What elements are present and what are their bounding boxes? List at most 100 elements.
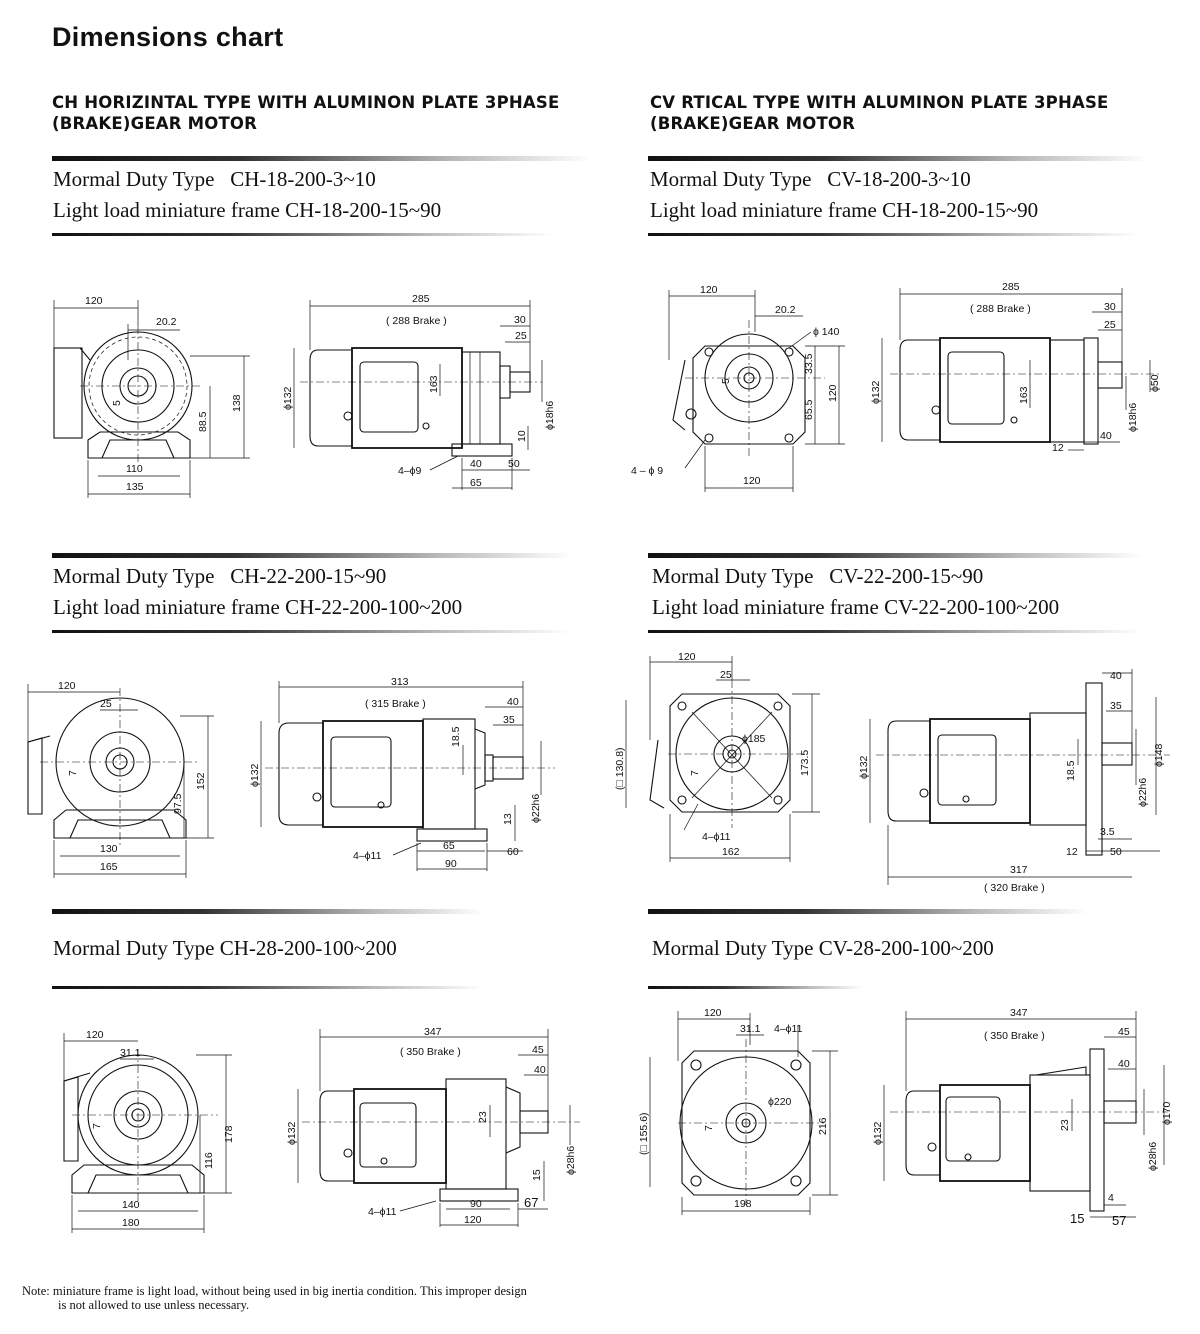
dim-label: 25	[515, 330, 527, 342]
cv18-front-view-drawing: 120 20.2 ϕ 140 33.5 65.5 120 5 4 – ϕ 9 1…	[631, 284, 845, 492]
footnote-line1: Note: miniature frame is light load, wit…	[22, 1284, 527, 1298]
dim-label: ( 350 Brake )	[400, 1046, 461, 1058]
dim-label: 30	[514, 314, 526, 326]
dim-label: 13	[502, 813, 514, 825]
dim-label: 23	[1059, 1119, 1071, 1131]
dim-label: ϕ132	[858, 755, 870, 779]
ch28-side-view-drawing: 347 ( 350 Brake ) 45 40 ϕ132 23 ϕ28h6 15…	[286, 1026, 580, 1227]
dim-label: 120	[86, 1029, 104, 1041]
ch28-side-outline	[319, 1078, 549, 1202]
dim-label: 138	[231, 394, 243, 412]
footnote-line2: is not allowed to use unless necessary.	[58, 1298, 250, 1312]
ch18-front-view-drawing: 120 20.2 138 88.5 5 110 135	[53, 295, 250, 498]
dim-label: 178	[223, 1125, 235, 1143]
dim-label: 50	[508, 458, 520, 470]
divider	[52, 553, 572, 558]
dim-label: ϕ132	[249, 763, 261, 787]
dim-label: (□ 130.8)	[614, 747, 626, 790]
dim-label: 110	[126, 463, 143, 475]
dim-label: ϕ148	[1153, 743, 1165, 767]
dim-label: 10	[516, 430, 528, 442]
ch22-front-view-drawing: 120 25 7 97.5 152 130 165	[27, 680, 214, 878]
ch18-side-view-drawing: 285 ( 288 Brake ) 30 25 ϕ132 163 ϕ18h6 1…	[282, 293, 556, 490]
ch22-side-outline	[278, 718, 524, 842]
dim-label: 7	[67, 770, 79, 776]
cv18-model-block: Mormal Duty Type CV-18-200-3~10 Light lo…	[650, 164, 1038, 226]
cv22-light-type: Light load miniature frame CV-22-200-100…	[652, 595, 1060, 619]
ch22-normal-type: Mormal Duty Type CH-22-200-15~90	[53, 564, 387, 588]
dim-label: 25	[720, 669, 732, 681]
dim-label: 45	[532, 1044, 544, 1056]
dim-label: ( 288 Brake )	[970, 303, 1031, 315]
dim-label: 65	[443, 840, 455, 852]
dim-label: ϕ28h6	[1147, 1142, 1159, 1171]
ch18-light-type: Light load miniature frame CH-18-200-15~…	[53, 198, 442, 222]
dim-label: 140	[122, 1199, 140, 1211]
dim-label: 60	[507, 846, 519, 858]
footnote: Note: miniature frame is light load, wit…	[22, 1284, 527, 1312]
dim-label: 65.5	[803, 399, 815, 420]
dim-label: ϕ18h6	[1127, 403, 1139, 432]
dim-label: 67	[524, 1195, 538, 1210]
cv28-front-view-drawing: 120 31.1 4–ϕ11 (□ 155.6) ϕ220 7 216 198	[638, 1007, 838, 1215]
dim-label: 313	[391, 676, 409, 688]
dim-label: ϕ132	[872, 1121, 884, 1145]
dim-label: 198	[734, 1198, 752, 1210]
dim-label: 12	[1066, 846, 1078, 858]
ch22-model-block: Mormal Duty Type CH-22-200-15~90 Light l…	[53, 561, 462, 623]
dim-label: 163	[428, 375, 440, 393]
dim-label: 347	[1010, 1007, 1028, 1019]
dim-label: 40	[1110, 670, 1122, 682]
dim-label: 285	[1002, 281, 1020, 293]
dim-label: 120	[743, 475, 761, 487]
dim-label: 7	[689, 770, 701, 776]
cv18-normal-type: Mormal Duty Type CV-18-200-3~10	[650, 167, 971, 191]
dim-label: 120	[827, 384, 839, 402]
dim-label: 180	[122, 1217, 140, 1229]
dim-label: 285	[412, 293, 430, 305]
dim-label: 165	[100, 861, 118, 873]
dim-label: 120	[85, 295, 103, 307]
dim-label: 23	[477, 1111, 489, 1123]
dim-label: 20.2	[156, 316, 177, 328]
dim-label: ϕ 140	[813, 326, 839, 338]
dim-label: 25	[100, 698, 112, 710]
dim-label: 88.5	[197, 411, 209, 432]
dim-label: 5	[111, 400, 123, 406]
ch18-side-outline	[309, 347, 531, 457]
cv22-front-outline	[649, 693, 791, 813]
ch18-normal-type: Mormal Duty Type CH-18-200-3~10	[53, 167, 376, 191]
cv-heading-line2: (BRAKE)GEAR MOTOR	[650, 114, 856, 133]
divider	[52, 630, 570, 633]
dim-label: 173.5	[799, 750, 811, 776]
dim-label: 97.5	[172, 793, 184, 814]
ch22-light-type: Light load miniature frame CH-22-200-100…	[53, 595, 463, 619]
dim-label: 162	[722, 846, 740, 858]
dim-label: 120	[704, 1007, 722, 1019]
cv22-normal-type: Mormal Duty Type CV-22-200-15~90	[652, 564, 984, 588]
dim-label: 15	[1070, 1211, 1084, 1226]
dim-label: 40	[534, 1064, 546, 1076]
divider	[52, 986, 484, 989]
dim-label: 7	[91, 1123, 103, 1129]
dim-label: 45	[1118, 1026, 1130, 1038]
dim-label: 31.1	[120, 1047, 141, 1059]
dim-label: 33.5	[803, 353, 815, 374]
dim-label: 347	[424, 1026, 442, 1038]
dim-label: 4 – ϕ 9	[631, 465, 663, 477]
cv-heading-line1: CV RTICAL TYPE WITH ALUMINON PLATE 3PHAS…	[650, 93, 1109, 112]
ch22-side-view-drawing: 313 ( 315 Brake ) 40 35 18.5 ϕ132 ϕ22h6 …	[249, 676, 555, 871]
dim-label: ϕ18h6	[544, 401, 556, 430]
page-title: Dimensions chart	[52, 22, 284, 52]
dim-label: 163	[1018, 386, 1030, 404]
divider	[648, 553, 1143, 558]
dim-label: 35	[503, 714, 515, 726]
dim-label: 7	[703, 1125, 715, 1131]
cv22-front-view-drawing: 120 25 (□ 130.8) ϕ185 7 173.5 4–ϕ11 162	[614, 651, 820, 862]
dim-label: 5	[720, 378, 732, 384]
dim-label: ϕ28h6	[565, 1146, 577, 1175]
dim-label: 40	[1118, 1058, 1130, 1070]
dim-label: 130	[100, 843, 118, 855]
dim-label: 65	[470, 477, 482, 489]
cv22-side-outline	[887, 682, 1133, 856]
